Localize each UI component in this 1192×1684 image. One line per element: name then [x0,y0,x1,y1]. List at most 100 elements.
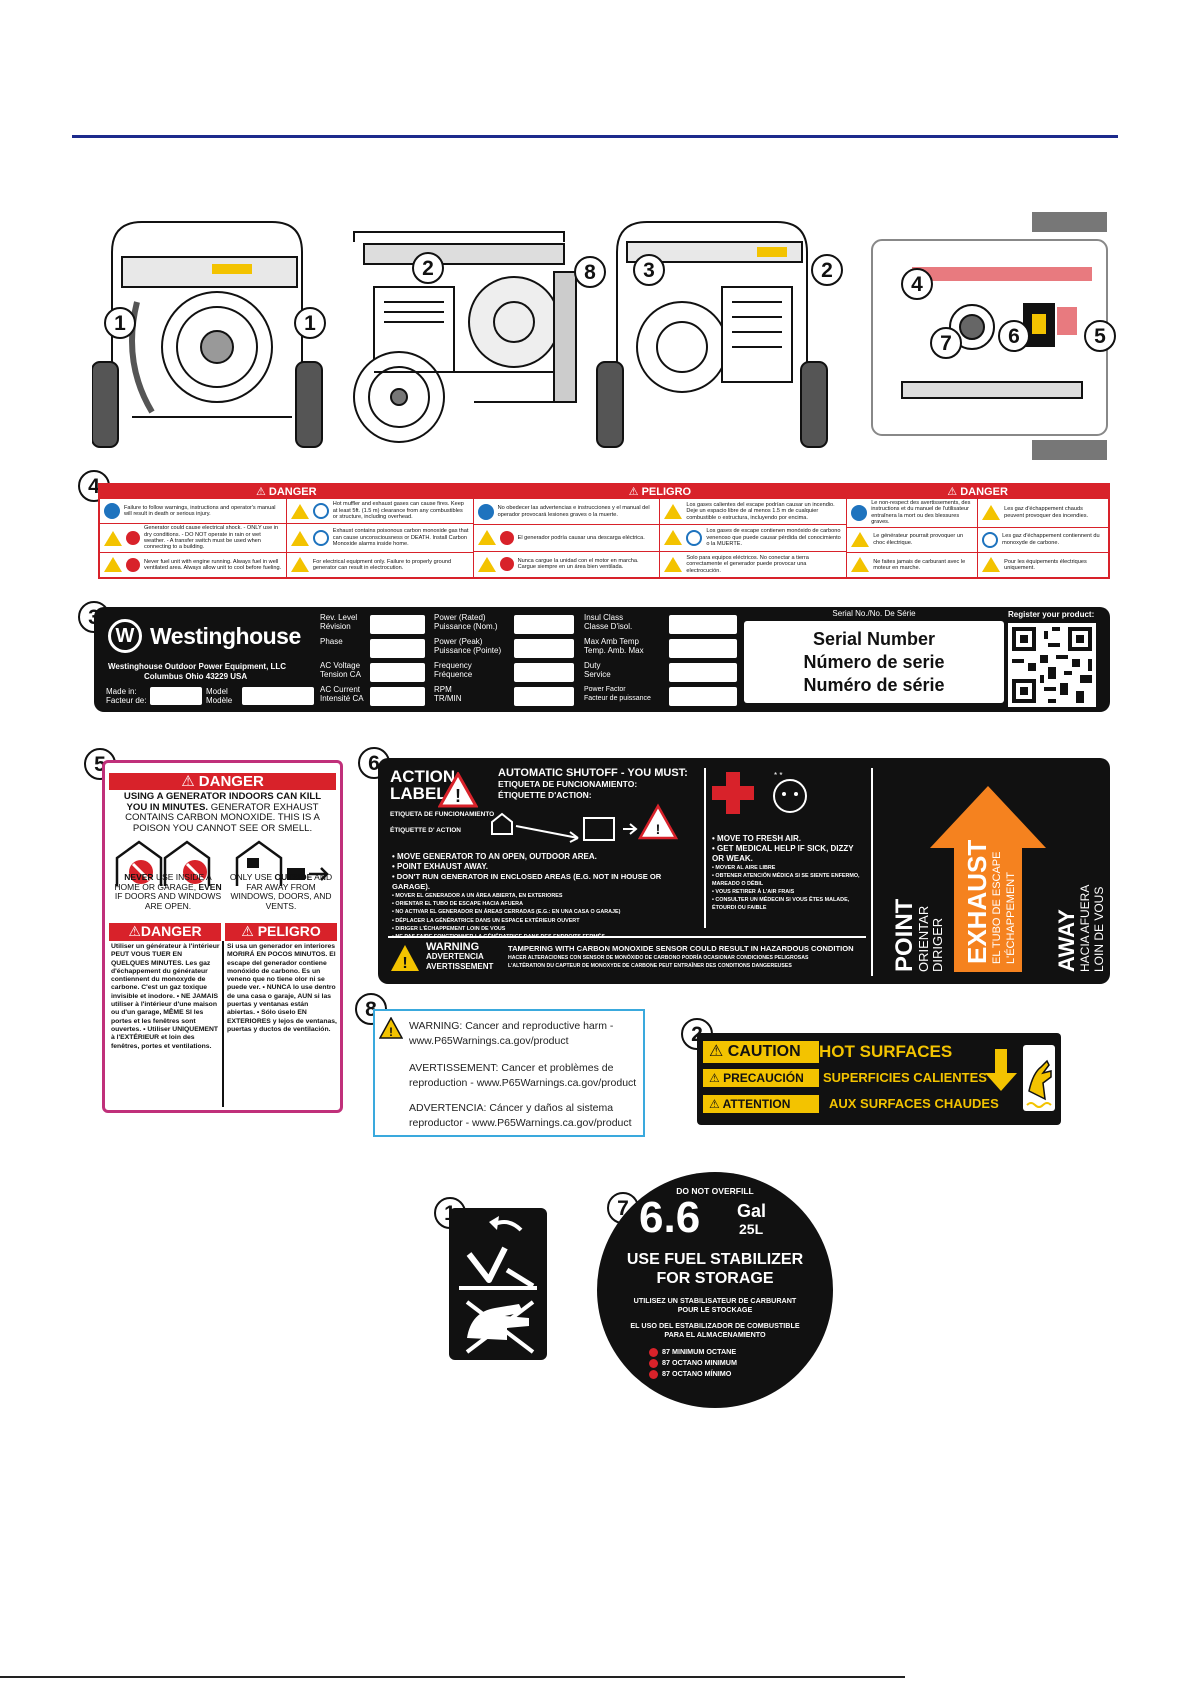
label5-danger-fr: ⚠DANGER [128,923,202,939]
callout-5: 5 [1084,320,1116,352]
fire-warning-icon [982,505,1001,521]
tamper-text: TAMPERING WITH CARBON MONOXIDE SENSOR CO… [508,944,854,969]
point-text: POINT [891,898,918,972]
fuel-cap-label-7: DO NOT OVERFILL 6.6 Gal 25L USE FUEL STA… [597,1172,833,1408]
hot-hand-icon [985,1045,1055,1111]
medical-steps: • MOVE TO FRESH AIR. • GET MEDICAL HELP … [712,834,860,911]
generator-side-view [353,231,577,443]
label5-only: ONLY USE OUTSIDE AND FAR AWAY FROM WINDO… [229,872,333,911]
no-fuel-icon [499,557,514,572]
echap-text: L'ÉCHAPPEMENT [1004,872,1017,964]
label4-text: Hot muffler and exhaust gases can cause … [332,501,464,521]
footer-rule [0,1676,905,1678]
label5-intro: USING A GENERATOR INDOORS CAN KILL YOU I… [123,791,322,834]
fuel-warning-icon [851,557,870,573]
divider [704,768,706,928]
superficies-text: SUPERFICIES CALIENTES [823,1070,987,1085]
callout-6: 6 [998,320,1030,352]
point-exhaust-away-graphic: POINT ORIENTAR DIRIGER EXHAUST EL TUBO D… [891,786,1106,972]
co-sensor-icon: ! [437,770,479,813]
svg-text:!: ! [402,955,407,972]
prop65-label-8: ! WARNING: Cancer and reproductive harm … [373,1009,645,1137]
label4-text: Los gases calientes del escape podrían c… [686,502,835,521]
co-house-pictogram [115,840,329,886]
co-danger-label-5: ⚠ DANGER USING A GENERATOR INDOORS CAN K… [102,760,343,1113]
pinch-point-label-1 [449,1208,547,1360]
no-water-icon [126,531,140,545]
callout-7: 7 [930,327,962,359]
ground-warning-icon [290,557,309,573]
label4-text: Failure to follow warnings, instructions… [124,504,276,518]
danger-label-4: ⚠ DANGER Failure to follow warnings, ins… [98,483,1110,579]
svg-text:* *: * * [774,771,782,780]
label4-text: Le non-respect des avertissements, des i… [871,500,971,526]
label4-text: Los gases de escape contienen monóxido d… [706,528,841,548]
co-alarm-icon [686,529,703,546]
label4-text: Pour les équipements électriques uniquem… [1004,558,1087,571]
divider [222,941,224,1107]
spec-field [370,639,425,658]
capacity-unit-liters: 25L [739,1221,764,1237]
spec-col-2: Power (Rated)Puissance (Nom.) Power (Pea… [434,613,502,703]
action-steps: • MOVE GENERATOR TO AN OPEN, OUTDOOR ARE… [392,852,662,940]
fuel-pump-icon [649,1358,658,1368]
capacity-value: 6.6 [639,1193,701,1242]
company-name: Westinghouse Outdoor Power Equipment, LL… [108,662,287,671]
label5-never: NEVER USE INSIDE A HOME OR GARAGE, EVEN … [114,872,222,911]
precaucion-badge: ⚠ PRECAUCIÓN [703,1069,819,1087]
spec-field [514,663,574,682]
co-warning-icon [664,530,683,546]
header-rule [72,135,1118,138]
shock-warning-icon [851,532,870,548]
spec-field [514,687,574,706]
manual-icon [477,503,494,520]
fuel-warning-icon [477,556,496,572]
hand-pinch-icon [459,1216,537,1354]
action-sub-fr: ÉTIQUETTE D' ACTION [390,827,461,834]
no-water-icon [499,530,514,545]
label4-text: Exhaust contains poisonous carbon monoxi… [332,528,469,548]
diriger-text: DIRIGER [930,918,945,972]
callout-1: 1 [294,307,326,339]
no-fuel-icon [126,557,140,572]
fuel-pump-icon [649,1347,658,1357]
callout-1: 1 [104,307,136,339]
label5-peligro-es: ⚠ PELIGRO [241,923,321,939]
westinghouse-logo: W Westinghouse [108,619,301,653]
label4-text: Ne faites jamais de carburant avec le mo… [873,558,966,571]
fuel-pump-icon [649,1369,658,1379]
brand-name: Westinghouse [150,622,301,649]
hacia-text: HACIA AFUERA [1078,885,1092,972]
spec-field [669,687,737,706]
callout-8: 8 [574,256,606,288]
serial-line: Serial Number [812,628,936,649]
manual-icon [104,503,120,520]
ground-warning-icon [664,556,683,572]
label4-text: Nunca cargue la unidad con el motor en m… [517,557,639,571]
svg-text:!: ! [656,821,661,837]
surfaces-chaudes-text: AUX SURFACES CHAUDES [829,1096,999,1111]
manual-icon [851,504,868,521]
divider [388,936,866,938]
made-in-field [150,687,202,705]
label4-text: Le générateur pourrait provoquer un choc… [873,533,964,546]
generator-rear-view [596,221,828,448]
clearance-icon [312,503,329,520]
co-warning-icon [290,530,309,546]
warning-icon: ! [391,945,419,972]
made-in-label: Made in:Facteur de: [106,687,147,705]
company-address: Columbus Ohio 43229 USA [144,672,248,681]
label4-text: El generador podría causar una descarga … [517,534,645,541]
generator-top-view [871,212,1108,460]
callout-2: 2 [412,252,444,284]
shock-warning-icon [104,530,122,546]
label4-text: Solo para equipos eléctricos. No conecta… [686,554,809,574]
label4-text: For electrical equipment only. Failure t… [312,558,452,571]
fire-warning-icon [664,504,683,520]
westinghouse-w-icon: W [108,619,142,653]
